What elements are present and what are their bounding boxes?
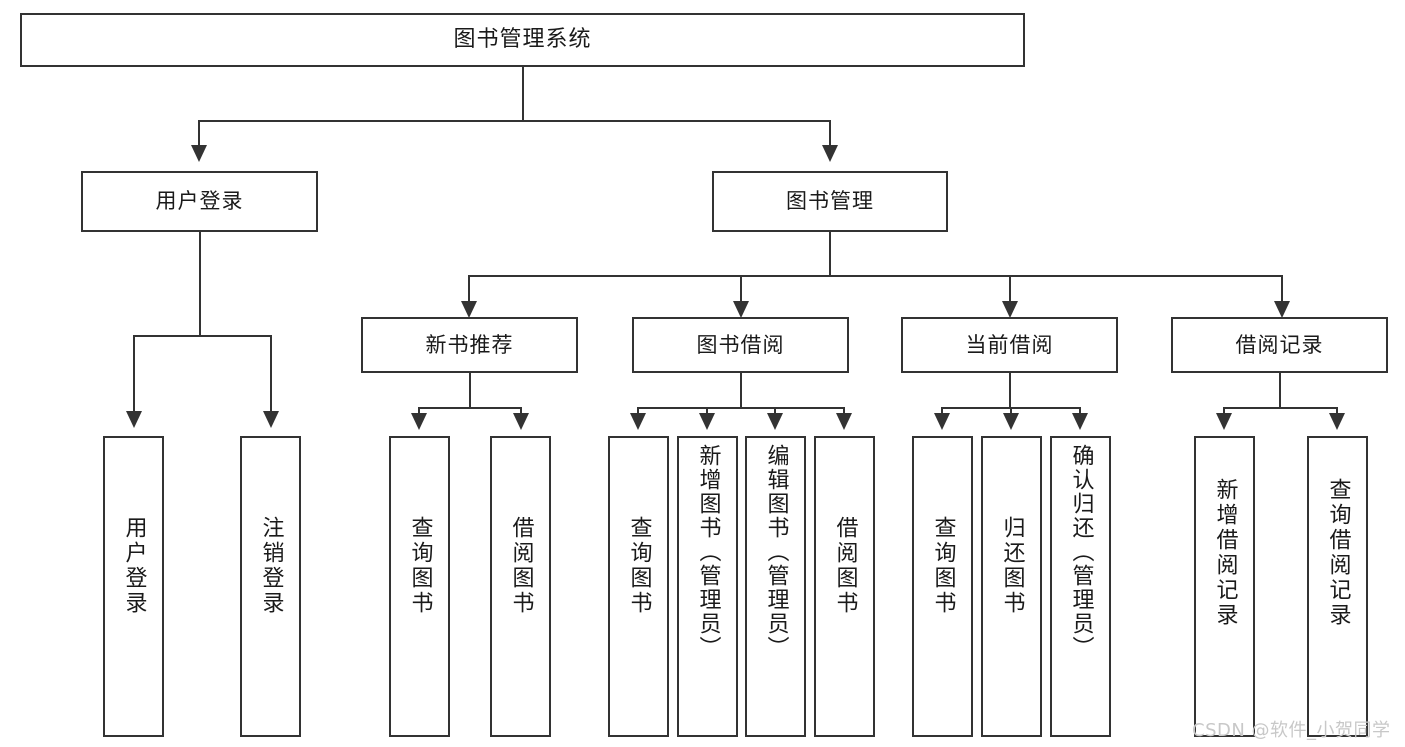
- arrow-to-leaf-add-record: [1216, 413, 1232, 430]
- connector-new-book-drop-1: [418, 407, 420, 413]
- node-label: 新书推荐: [425, 332, 514, 357]
- node-book-borrow[interactable]: 图书借阅: [632, 317, 849, 373]
- arrow-to-borrow-record: [1274, 301, 1290, 318]
- node-borrow-record[interactable]: 借阅记录: [1171, 317, 1388, 373]
- leaf-return-book[interactable]: 归还图书: [981, 436, 1042, 737]
- arrow-to-leaf-edit-book: [767, 413, 783, 430]
- connector-level3-drop-4: [1281, 275, 1283, 301]
- leaf-query-book-recommend[interactable]: 查询图书: [389, 436, 450, 737]
- csdn-watermark: CSDN @软件_小贺同学: [1192, 720, 1391, 741]
- node-label: 注销登录: [258, 516, 284, 616]
- connector-new-book-stem: [469, 373, 471, 407]
- arrow-to-leaf-user-login: [126, 411, 142, 428]
- connector-current-borrow-drop-2: [1010, 407, 1012, 413]
- node-label: 查询图书: [407, 516, 433, 616]
- arrow-to-new-book-recommend: [461, 301, 477, 318]
- node-label: 图书管理: [786, 189, 874, 214]
- connector-user-login-drop-2: [270, 335, 272, 411]
- leaf-logout[interactable]: 注销登录: [240, 436, 301, 737]
- node-label: 借阅记录: [1235, 332, 1324, 357]
- connector-user-login-stem: [199, 232, 201, 335]
- arrow-to-leaf-query-book-2: [630, 413, 646, 430]
- connector-level3-drop-1: [468, 275, 470, 301]
- connector-level3-drop-2: [740, 275, 742, 301]
- node-label: 借阅图书: [832, 516, 858, 616]
- node-label: 查询图书: [626, 516, 652, 616]
- connector-book-borrow-drop-2: [706, 407, 708, 413]
- leaf-borrow-book-recommend[interactable]: 借阅图书: [490, 436, 551, 737]
- node-label: 用户登录: [121, 516, 147, 616]
- node-label: 新增借阅记录: [1212, 478, 1238, 628]
- arrow-to-leaf-return-book: [1003, 413, 1019, 430]
- leaf-query-borrow-record[interactable]: 查询借阅记录: [1307, 436, 1368, 737]
- node-label: 图书管理系统: [453, 27, 592, 53]
- connector-book-borrow-bus: [637, 407, 845, 409]
- leaf-add-borrow-record[interactable]: 新增借阅记录: [1194, 436, 1255, 737]
- arrow-to-book-management: [822, 145, 838, 162]
- arrow-to-leaf-logout: [263, 411, 279, 428]
- connector-book-management-stem: [829, 232, 831, 275]
- connector-book-borrow-drop-4: [843, 407, 845, 413]
- node-label: 当前借阅: [965, 332, 1054, 357]
- node-label: 查询借阅记录: [1325, 478, 1351, 628]
- connector-current-borrow-stem: [1009, 373, 1011, 407]
- node-label: 用户登录: [155, 189, 244, 214]
- connector-current-borrow-drop-1: [941, 407, 943, 413]
- leaf-confirm-return-admin[interactable]: 确认归还（管理员）: [1050, 436, 1111, 737]
- connector-user-login-bus: [133, 335, 271, 337]
- node-label: 归还图书: [999, 516, 1025, 616]
- connector-current-borrow-drop-3: [1079, 407, 1081, 413]
- connector-borrow-record-drop-1: [1223, 407, 1225, 413]
- connector-new-book-drop-2: [520, 407, 522, 413]
- connector-book-borrow-drop-1: [637, 407, 639, 413]
- leaf-user-login[interactable]: 用户登录: [103, 436, 164, 737]
- node-label: 图书借阅: [696, 332, 785, 357]
- connector-borrow-record-bus: [1223, 407, 1337, 409]
- arrow-to-leaf-add-book: [699, 413, 715, 430]
- arrow-to-leaf-query-record: [1329, 413, 1345, 430]
- node-label: 新增图书（管理员）: [695, 444, 721, 660]
- node-label: 查询图书: [930, 516, 956, 616]
- node-current-borrow[interactable]: 当前借阅: [901, 317, 1118, 373]
- leaf-query-book-current[interactable]: 查询图书: [912, 436, 973, 737]
- node-book-management[interactable]: 图书管理: [712, 171, 948, 232]
- node-root-book-management-system[interactable]: 图书管理系统: [20, 13, 1025, 67]
- arrow-to-book-borrow: [733, 301, 749, 318]
- connector-user-login-drop-1: [133, 335, 135, 411]
- connector-root-stem: [522, 67, 524, 120]
- arrow-to-leaf-confirm-return: [1072, 413, 1088, 430]
- node-user-login[interactable]: 用户登录: [81, 171, 318, 232]
- connector-level3-drop-3: [1009, 275, 1011, 301]
- connector-borrow-record-drop-2: [1336, 407, 1338, 413]
- node-label: 确认归还（管理员）: [1068, 444, 1094, 660]
- arrow-to-leaf-borrow-book-2: [836, 413, 852, 430]
- node-label: 借阅图书: [508, 516, 534, 616]
- node-new-book-recommend[interactable]: 新书推荐: [361, 317, 578, 373]
- connector-new-book-bus: [418, 407, 521, 409]
- leaf-edit-book-admin[interactable]: 编辑图书（管理员）: [745, 436, 806, 737]
- leaf-borrow-book-borrow[interactable]: 借阅图书: [814, 436, 875, 737]
- node-label: 编辑图书（管理员）: [763, 444, 789, 660]
- connector-level2-bus: [198, 120, 830, 122]
- arrow-to-current-borrow: [1002, 301, 1018, 318]
- connector-level2-drop-1: [198, 120, 200, 145]
- connector-book-borrow-stem: [740, 373, 742, 407]
- leaf-query-book-borrow[interactable]: 查询图书: [608, 436, 669, 737]
- leaf-add-book-admin[interactable]: 新增图书（管理员）: [677, 436, 738, 737]
- arrow-to-leaf-borrow-book-1: [513, 413, 529, 430]
- arrow-to-leaf-query-book-3: [934, 413, 950, 430]
- arrow-to-leaf-query-book-1: [411, 413, 427, 430]
- arrow-to-user-login: [191, 145, 207, 162]
- connector-level2-drop-2: [829, 120, 831, 145]
- connector-book-borrow-drop-3: [774, 407, 776, 413]
- connector-borrow-record-stem: [1279, 373, 1281, 407]
- connector-level3-bus: [468, 275, 1281, 277]
